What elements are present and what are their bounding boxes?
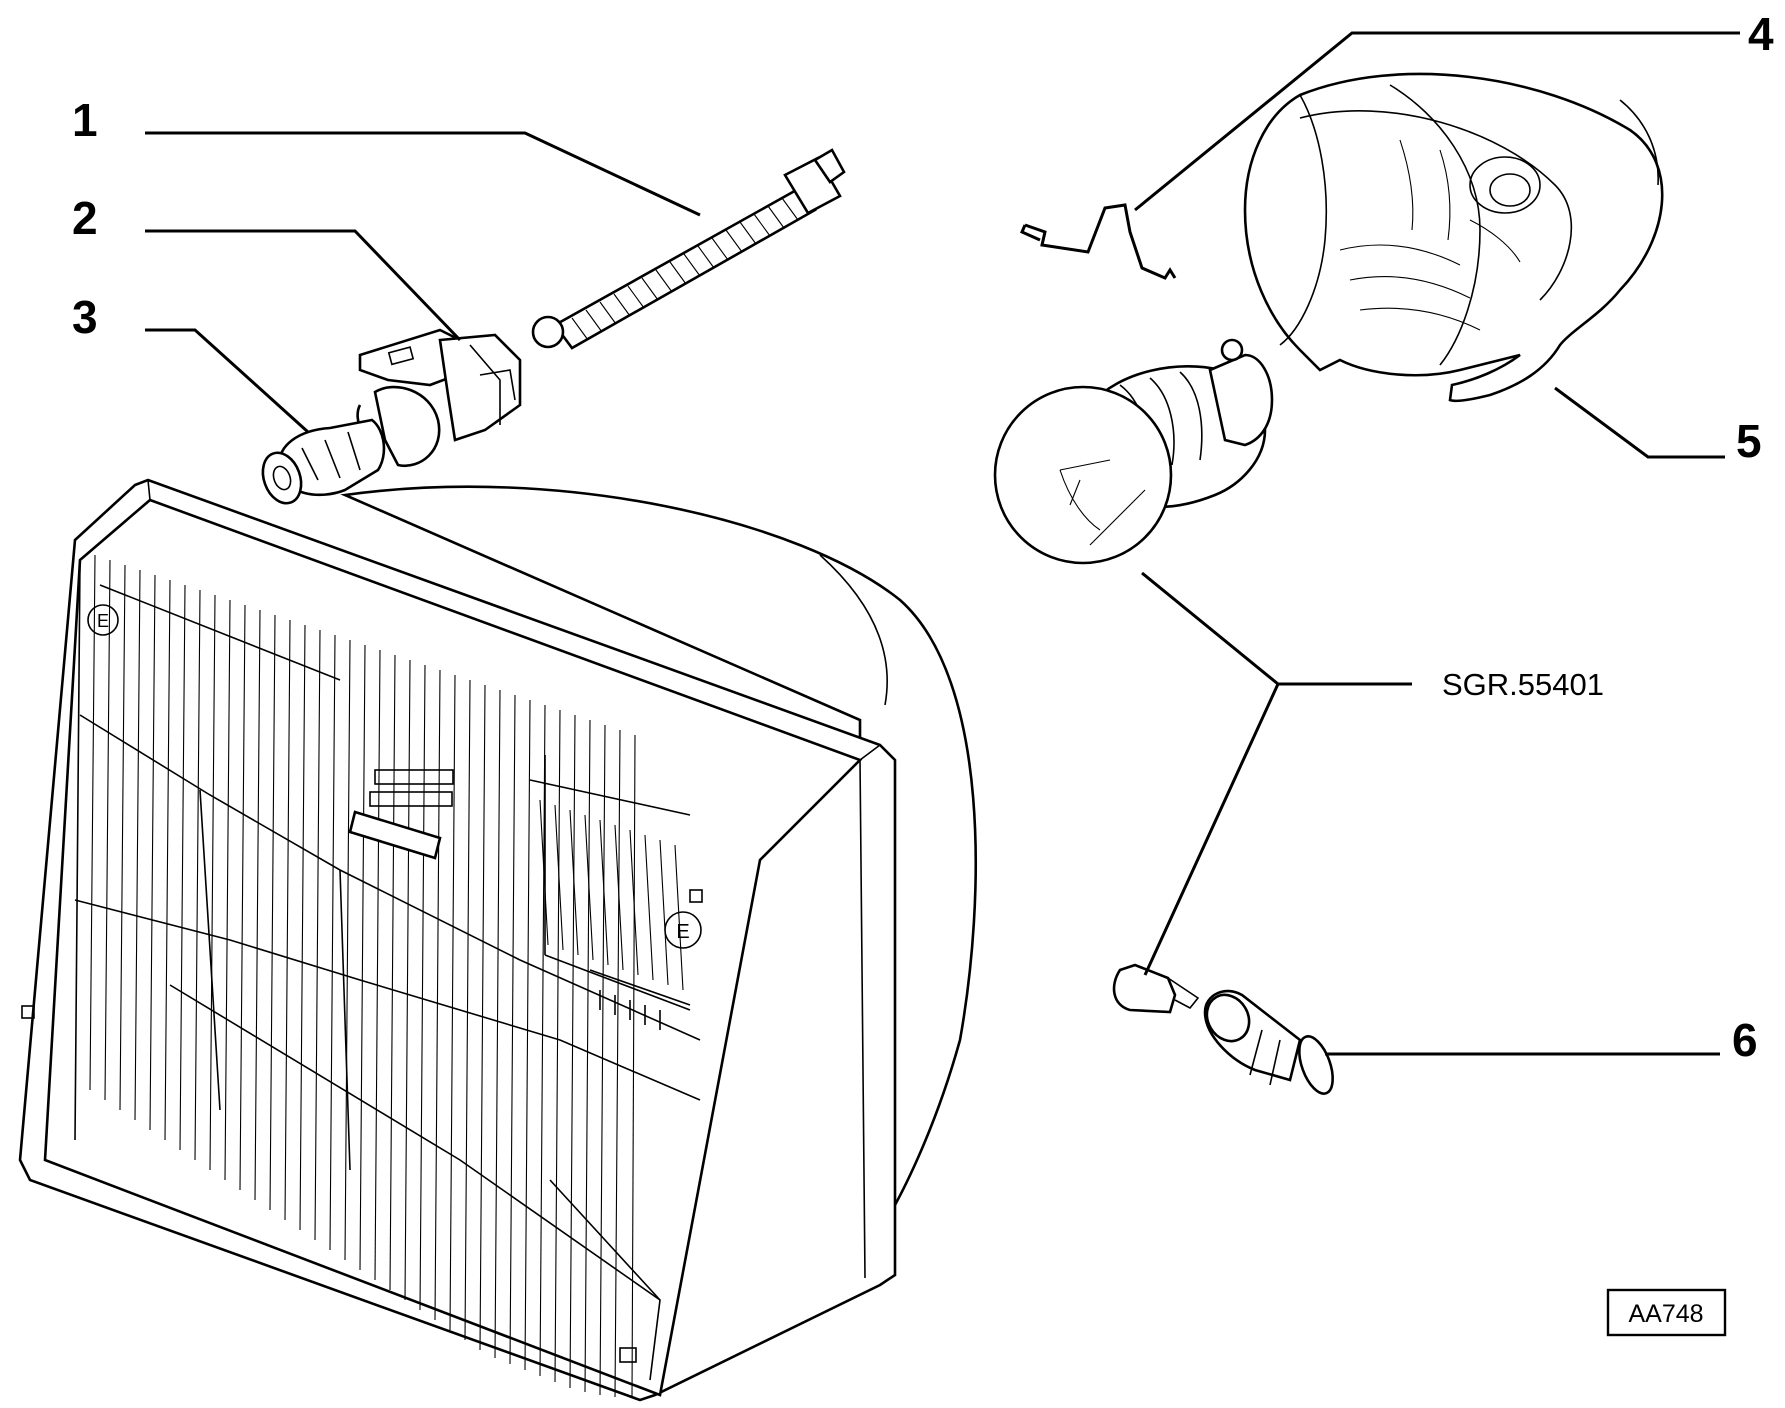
headlamp-assembly: E E [18, 478, 978, 1402]
callout-2: 2 [72, 192, 98, 244]
svg-text:E: E [97, 611, 109, 631]
retaining-spring [1020, 203, 1177, 280]
callout-5: 5 [1736, 415, 1762, 467]
leader-4 [1134, 31, 1740, 212]
sidelight-bulb-holder [1203, 989, 1334, 1095]
leader-ref [1141, 571, 1412, 976]
leader-2 [145, 229, 462, 342]
socket-holder [261, 418, 386, 505]
e-mark-left: E [87, 604, 119, 636]
callout-4: 4 [1748, 8, 1774, 60]
main-bulb [993, 338, 1274, 565]
lens-badge [348, 769, 454, 860]
leader-3 [145, 328, 310, 434]
e-mark-right: E [664, 889, 703, 949]
sidelight-bulb [1112, 963, 1200, 1014]
lens-facets [74, 584, 701, 1381]
svg-text:E: E [676, 921, 689, 943]
lens-clip-left [21, 1005, 35, 1019]
leader-1 [145, 131, 701, 217]
reference-number: SGR.55401 [1442, 667, 1604, 702]
adjuster-screw [531, 148, 846, 350]
connector-bracket [356, 328, 522, 468]
bulb-cover [1243, 72, 1664, 403]
drawing-code: AA748 [1628, 1300, 1703, 1328]
leader-5 [1554, 386, 1725, 459]
lens-prism-lines [89, 554, 684, 1399]
callout-1: 1 [72, 94, 98, 146]
lens-clip-bottom [619, 1347, 637, 1363]
leader-lines [145, 31, 1740, 1056]
headlamp-rear-body [340, 485, 978, 1265]
drawing-code-box [1606, 1288, 1727, 1337]
callout-6: 6 [1732, 1014, 1758, 1066]
callout-3: 3 [72, 291, 98, 343]
